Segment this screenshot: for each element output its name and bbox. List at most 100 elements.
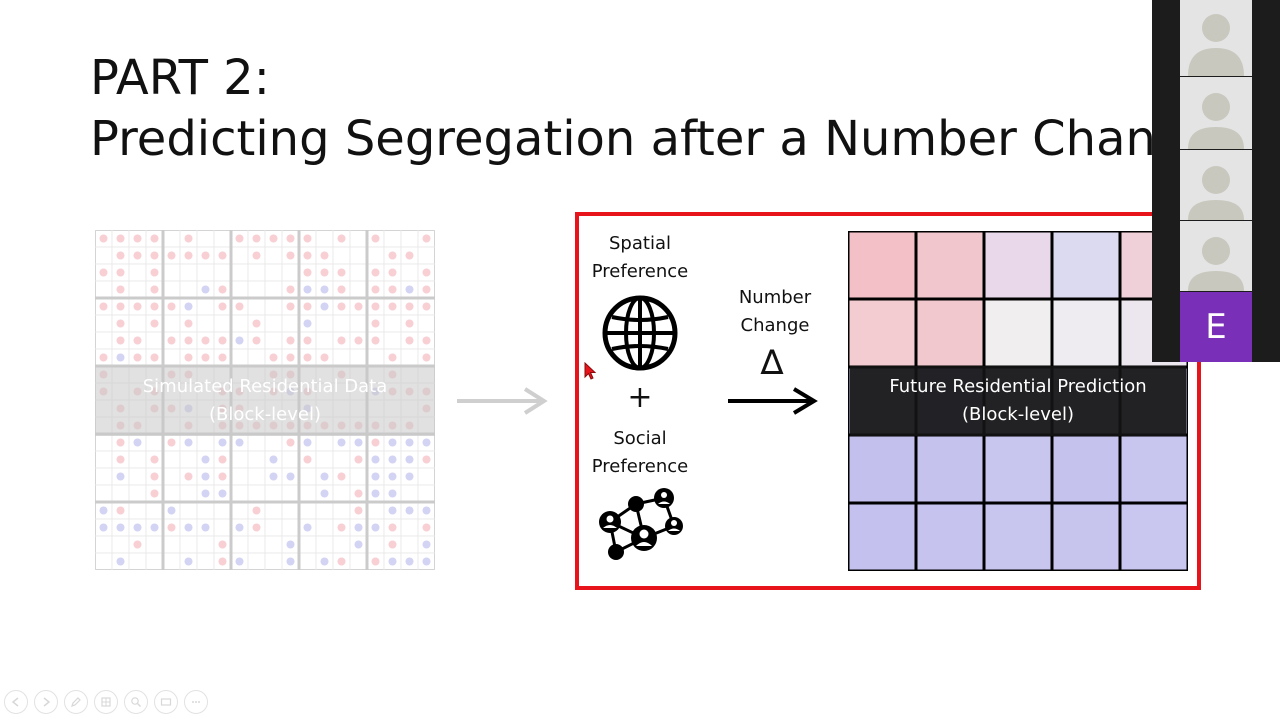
household-dot (252, 523, 261, 532)
household-dot (422, 438, 431, 447)
household-dot (184, 251, 193, 260)
household-dot (371, 489, 380, 498)
household-dot (405, 336, 414, 345)
household-dot (184, 472, 193, 481)
household-dot (405, 506, 414, 515)
household-dot (201, 336, 210, 345)
next-slide-button[interactable] (34, 690, 58, 714)
household-dot (252, 234, 261, 243)
household-dot (150, 302, 159, 311)
prediction-block (1118, 501, 1188, 571)
household-dot (286, 438, 295, 447)
household-dot (422, 455, 431, 464)
number-change-line-2: Change (740, 315, 810, 336)
simulated-data-label: Simulated Residential Data (Block-level) (95, 366, 435, 436)
previous-slide-button[interactable] (4, 690, 28, 714)
household-dot (422, 506, 431, 515)
spatial-preference-label: Spatial Preference (580, 230, 700, 286)
household-dot (99, 506, 108, 515)
household-dot (371, 268, 380, 277)
household-dot (286, 302, 295, 311)
household-dot (218, 336, 227, 345)
household-dot (150, 234, 159, 243)
household-dot (405, 438, 414, 447)
household-dot (99, 523, 108, 532)
household-dot (218, 438, 227, 447)
household-dot (371, 302, 380, 311)
household-dot (320, 353, 329, 362)
household-dot (235, 438, 244, 447)
household-dot (133, 234, 142, 243)
household-dot (116, 353, 125, 362)
participant-tile[interactable] (1180, 221, 1252, 291)
household-dot (303, 302, 312, 311)
right-arrow-icon (728, 387, 818, 415)
household-dot (116, 455, 125, 464)
household-dot (201, 251, 210, 260)
previous-icon (11, 697, 19, 707)
household-dot (218, 489, 227, 498)
household-dot (116, 523, 125, 532)
prediction-block (982, 433, 1054, 505)
household-dot (150, 489, 159, 498)
household-dot (388, 353, 397, 362)
zoom-button[interactable] (124, 690, 148, 714)
household-dot (218, 557, 227, 566)
simulated-data-label-line-2: (Block-level) (208, 404, 322, 425)
household-dot (388, 285, 397, 294)
prediction-block (982, 297, 1054, 369)
household-dot (184, 302, 193, 311)
spatial-label-line-2: Preference (591, 261, 689, 282)
household-dot (167, 251, 176, 260)
household-dot (184, 557, 193, 566)
model-highlight-box (575, 212, 1201, 590)
more-options-button[interactable] (184, 690, 208, 714)
participant-tile[interactable] (1180, 0, 1252, 76)
household-dot (371, 319, 380, 328)
participant-tile[interactable] (1180, 77, 1252, 149)
household-dot (405, 472, 414, 481)
household-dot (405, 557, 414, 566)
household-dot (184, 438, 193, 447)
magnifier-icon (131, 697, 141, 707)
prediction-block (848, 433, 918, 505)
household-dot (303, 523, 312, 532)
household-dot (337, 302, 346, 311)
household-dot (269, 455, 278, 464)
household-dot (167, 336, 176, 345)
household-dot (388, 472, 397, 481)
household-dot (133, 336, 142, 345)
globe-icon (602, 295, 678, 371)
pen-tool-button[interactable] (64, 690, 88, 714)
spatial-label-line-1: Spatial (609, 233, 671, 254)
simulated-data-label-line-1: Simulated Residential Data (142, 376, 388, 397)
household-dot (269, 353, 278, 362)
household-dot (422, 268, 431, 277)
subtitles-button[interactable] (154, 690, 178, 714)
household-dot (337, 285, 346, 294)
see-all-slides-button[interactable] (94, 690, 118, 714)
household-dot (388, 251, 397, 260)
household-dot (252, 336, 261, 345)
household-dot (337, 234, 346, 243)
household-dot (116, 336, 125, 345)
participant-tile-initial[interactable]: E (1180, 292, 1252, 362)
subtitles-icon (160, 698, 172, 706)
household-dot (133, 302, 142, 311)
household-dot (388, 302, 397, 311)
household-dot (286, 251, 295, 260)
person-placeholder-icon (1188, 166, 1244, 220)
household-dot (99, 302, 108, 311)
household-dot (150, 268, 159, 277)
household-dot (388, 268, 397, 277)
household-dot (320, 472, 329, 481)
household-dot (388, 506, 397, 515)
household-dot (116, 438, 125, 447)
household-dot (320, 268, 329, 277)
household-dot (371, 557, 380, 566)
household-dot (116, 506, 125, 515)
participant-tile[interactable] (1180, 150, 1252, 220)
household-dot (303, 336, 312, 345)
pen-icon (71, 697, 81, 707)
household-dot (337, 268, 346, 277)
